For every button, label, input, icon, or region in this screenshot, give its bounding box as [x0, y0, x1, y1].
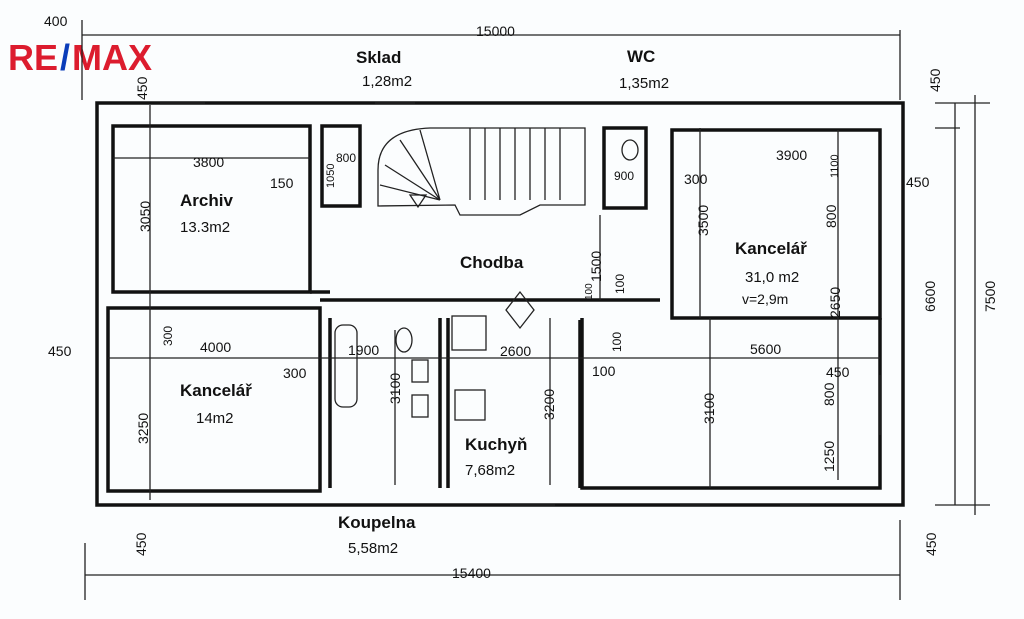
room-name-kancelar-small: Kancelář: [180, 381, 252, 400]
dim-label: 400: [44, 13, 68, 29]
logo-max: MAX: [72, 37, 152, 78]
dim-label: 2600: [500, 343, 531, 359]
dim-label: 1500: [588, 251, 604, 282]
wc-walls: [602, 126, 648, 210]
dim-label: 1050: [325, 164, 337, 188]
dim-label: 4000: [200, 339, 231, 355]
dim-label: 800: [821, 382, 837, 406]
door-icon: [505, 290, 535, 330]
dimension-lines: [81, 20, 990, 600]
room-name-archiv: Archiv: [180, 191, 233, 210]
archiv-walls: [111, 124, 312, 294]
dim-label: 450: [906, 174, 930, 190]
sink-icon: [411, 359, 429, 383]
staircase: [377, 127, 586, 216]
room-area-kuchyn: 7,68m2: [465, 462, 515, 479]
dim-label: 100: [613, 274, 627, 294]
dim-label: 3200: [541, 389, 557, 420]
dim-label: 3900: [776, 147, 807, 163]
dim-label: 450: [826, 364, 850, 380]
room-name-kuchyn: Kuchyň: [465, 435, 527, 454]
room-name-sklad: Sklad: [356, 48, 401, 67]
dim-label: 5600: [750, 341, 781, 357]
dimension-labels: 400 15000 450 450 3800 150 3050 1050 800…: [44, 13, 998, 581]
outer-wall: [95, 101, 905, 507]
logo-slash: /: [60, 37, 70, 78]
windows: [160, 102, 881, 506]
dim-label: 100: [592, 363, 616, 379]
dim-label: 3800: [193, 154, 224, 170]
room-area-koupelna: 5,58m2: [348, 540, 398, 557]
sink-icon: [411, 394, 429, 418]
room-name-kancelar-large: Kancelář: [735, 239, 807, 258]
dim-label: 3100: [387, 373, 403, 404]
dim-label: 100: [610, 332, 624, 352]
kitchen-sink-icon: [454, 389, 486, 421]
dim-label: 450: [927, 68, 943, 92]
fixtures: [334, 139, 639, 421]
room-height-kancelar-large: v=2,9m: [742, 291, 788, 307]
dim-label: 3050: [137, 201, 153, 232]
inner-walls: [328, 318, 582, 488]
dim-label: 3500: [695, 205, 711, 236]
bathtub-icon: [334, 324, 358, 408]
dim-label: 150: [270, 175, 294, 191]
walls: [95, 101, 905, 507]
dim-label: 450: [923, 532, 939, 556]
dim-label: 450: [48, 343, 72, 359]
dim-label: 450: [133, 532, 149, 556]
dim-label: 7500: [982, 281, 998, 312]
toilet-icon: [395, 327, 413, 353]
dim-label: 300: [684, 171, 708, 187]
dim-label: 800: [823, 204, 839, 228]
dim-label: 800: [336, 151, 356, 165]
dim-label: 1100: [829, 154, 841, 178]
stove-icon: [451, 315, 487, 351]
room-area-kancelar-small: 14m2: [196, 410, 234, 427]
dim-label: 450: [134, 76, 150, 100]
dim-label: 2650: [827, 287, 843, 318]
dim-label: 900: [614, 169, 634, 183]
dim-label: 6600: [922, 281, 938, 312]
room-name-wc: WC: [627, 47, 655, 66]
remax-logo: RE / MAX: [8, 37, 152, 78]
logo-re: RE: [8, 37, 58, 78]
dim-label: 3250: [135, 413, 151, 444]
dim-label: 100: [584, 283, 595, 300]
room-name-koupelna: Koupelna: [338, 513, 416, 532]
dim-label: 1250: [821, 441, 837, 472]
room-area-sklad: 1,28m2: [362, 73, 412, 90]
wc-toilet-icon: [621, 139, 639, 161]
sklad-walls: [320, 124, 362, 208]
room-area-kancelar-large: 31,0 m2: [745, 269, 799, 286]
room-area-archiv: 13.3m2: [180, 219, 230, 236]
office-small-walls: [106, 306, 322, 493]
room-area-wc: 1,35m2: [619, 75, 669, 92]
dim-label: 15000: [476, 23, 515, 39]
corridor-wall: [310, 290, 660, 302]
room-name-chodba: Chodba: [460, 253, 524, 272]
dim-label: 300: [161, 326, 175, 346]
dim-label: 300: [283, 365, 307, 381]
room-labels: Sklad 1,28m2 WC 1,35m2 Archiv 13.3m2 Cho…: [180, 47, 807, 557]
dim-label: 15400: [452, 565, 491, 581]
dim-label: 3100: [701, 393, 717, 424]
dim-label: 1900: [348, 342, 379, 358]
